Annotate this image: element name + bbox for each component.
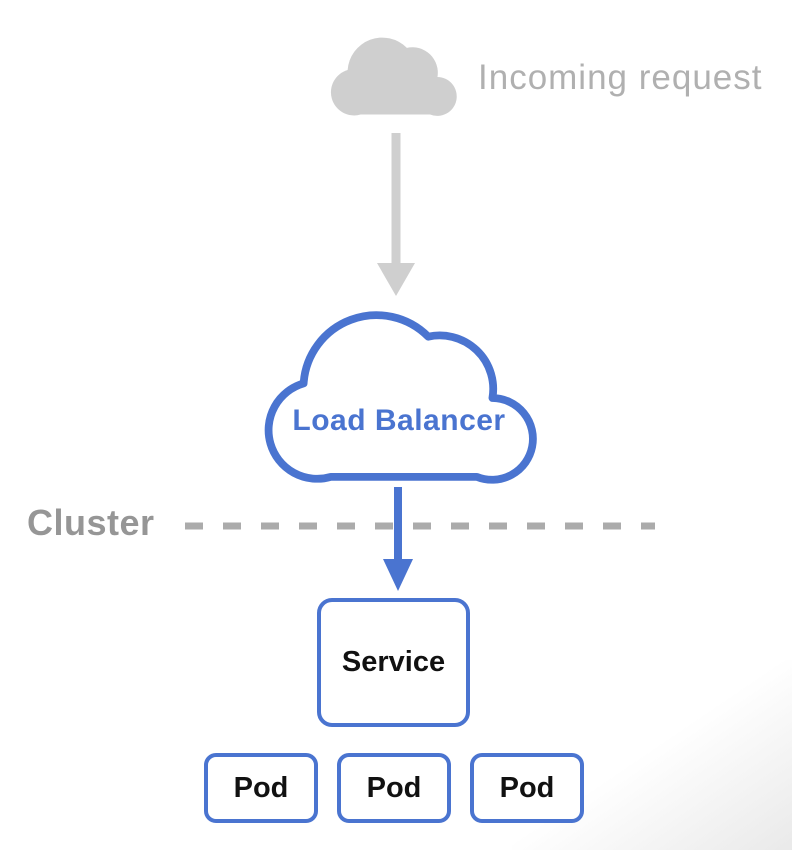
cluster-boundary-line — [185, 522, 655, 530]
pod-node: Pod — [204, 753, 318, 823]
cluster-label: Cluster — [27, 502, 155, 543]
load-balancer-label: Load Balancer — [292, 404, 506, 437]
incoming-request-label: Incoming request — [478, 58, 763, 97]
service-node: Service — [317, 598, 470, 727]
cloud-outline-icon — [264, 311, 537, 484]
pod-label: Pod — [366, 771, 422, 804]
arrow-down-icon — [377, 133, 415, 296]
pod-label: Pod — [233, 771, 289, 804]
pod-node: Pod — [337, 753, 451, 823]
pod-label: Pod — [499, 771, 555, 804]
pod-node: Pod — [470, 753, 584, 823]
service-label: Service — [341, 646, 446, 678]
arrow-down-icon — [383, 487, 413, 591]
cloud-icon — [330, 37, 457, 116]
